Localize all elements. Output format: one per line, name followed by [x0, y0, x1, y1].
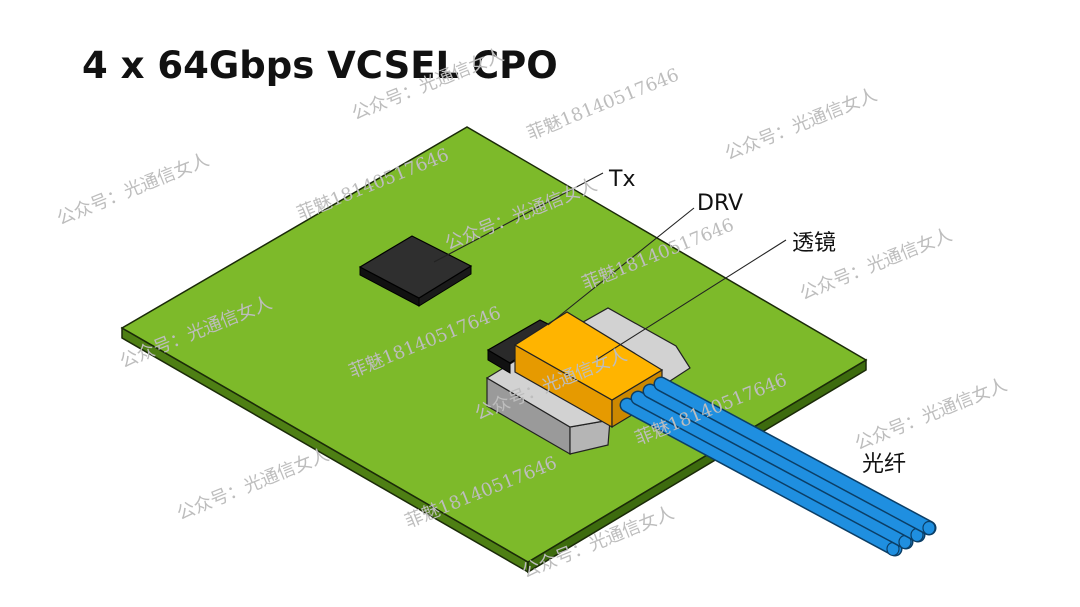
fiber-2: [630, 390, 914, 550]
tx-chip: [358, 235, 473, 307]
watermark-account: 公众号：光通信女人: [852, 374, 1010, 454]
watermark-account: 公众号：光通信女人: [54, 149, 212, 229]
leader-tx: [433, 172, 604, 263]
leader-lines: [433, 172, 787, 361]
label-fiber: 光纤: [862, 452, 906, 477]
leader-lens: [595, 239, 787, 361]
leader-drv: [547, 207, 695, 326]
pcb-board: [120, 126, 868, 574]
watermark-account: 公众号：光通信女人: [174, 444, 332, 524]
fiber-4: [653, 376, 937, 536]
fiber-3: [642, 383, 926, 543]
label-drv: DRV: [697, 191, 743, 216]
pcb-top: [120, 126, 868, 563]
watermark-contact: 菲魅18140517646: [524, 64, 682, 144]
fiber-bundle: [619, 376, 937, 557]
diagram-title: 4 x 64Gbps VCSEL CPO: [82, 44, 558, 87]
watermark-account: 公众号：光通信女人: [349, 44, 507, 124]
label-tx: Tx: [608, 167, 635, 192]
label-lens: 透镜: [792, 231, 836, 256]
watermark-account: 公众号：光通信女人: [722, 84, 880, 164]
